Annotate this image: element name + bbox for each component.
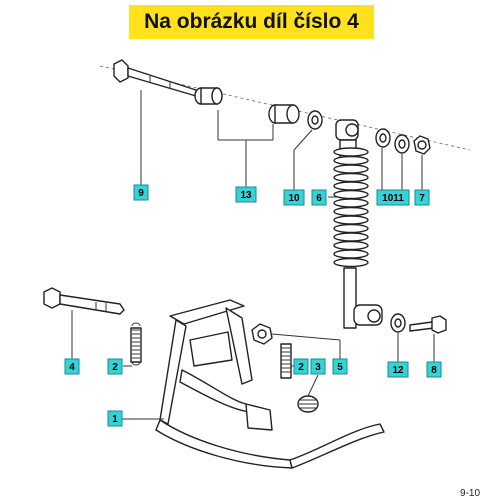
return-spring-left (130, 322, 142, 366)
center-stand-part (155, 299, 385, 469)
svg-text:2: 2 (298, 362, 304, 373)
callout-4: 4 (64, 358, 80, 375)
callout-5: 5 (332, 358, 348, 375)
callout-8: 8 (426, 361, 442, 378)
svg-text:2: 2 (112, 362, 118, 373)
callout-1011: 1011 (376, 189, 410, 206)
callout-2-right: 2 (293, 358, 309, 375)
callout-2-left: 2 (107, 358, 123, 375)
callout-1: 1 (107, 410, 123, 427)
svg-text:5: 5 (337, 362, 343, 373)
svg-text:1: 1 (112, 414, 118, 425)
svg-text:1011: 1011 (382, 193, 404, 204)
svg-text:13: 13 (240, 190, 252, 201)
spring-coil (333, 223, 369, 234)
callout-6: 6 (311, 189, 327, 206)
washer-part (307, 110, 323, 130)
spring-coil (333, 198, 369, 208)
svg-text:3: 3 (315, 362, 321, 373)
lower-washer-bolt (390, 313, 447, 334)
spring-coil (333, 206, 369, 217)
spring-coil (333, 155, 369, 166)
spring-coil (333, 232, 369, 242)
callout-7: 7 (414, 189, 430, 206)
callout-12: 12 (387, 361, 409, 378)
svg-text:8: 8 (431, 365, 437, 376)
svg-text:4: 4 (69, 362, 75, 373)
stand-nut-part (251, 323, 273, 345)
page-code: 9-10 (460, 488, 480, 499)
spring-coil (333, 172, 369, 183)
svg-text:9: 9 (138, 188, 144, 199)
bushing-part (194, 87, 300, 124)
callout-3: 3 (310, 358, 326, 375)
spring-coil (333, 240, 369, 251)
callout-13: 13 (235, 186, 257, 203)
spring-coil (333, 257, 369, 268)
title-banner: Na obrázku díl číslo 4 (129, 5, 374, 39)
callout-9: 9 (133, 184, 149, 201)
svg-text:7: 7 (419, 193, 425, 204)
washer-spring-washer-nut (375, 128, 431, 155)
shock-absorber-part (333, 119, 383, 329)
svg-text:10: 10 (288, 193, 300, 204)
spring-coil (333, 215, 369, 225)
spring-coil (333, 181, 369, 191)
stand-bolt-part (43, 287, 125, 315)
rubber-stop-part (297, 395, 319, 413)
callout-10: 10 (283, 189, 305, 206)
spring-coil (333, 249, 369, 259)
spring-coil (333, 147, 369, 157)
shock-spring-coils (333, 147, 369, 268)
svg-text:12: 12 (392, 365, 404, 376)
spring-coil (333, 164, 369, 174)
svg-text:6: 6 (316, 193, 322, 204)
leader-lines (71, 90, 435, 420)
return-spring-right (280, 343, 292, 379)
